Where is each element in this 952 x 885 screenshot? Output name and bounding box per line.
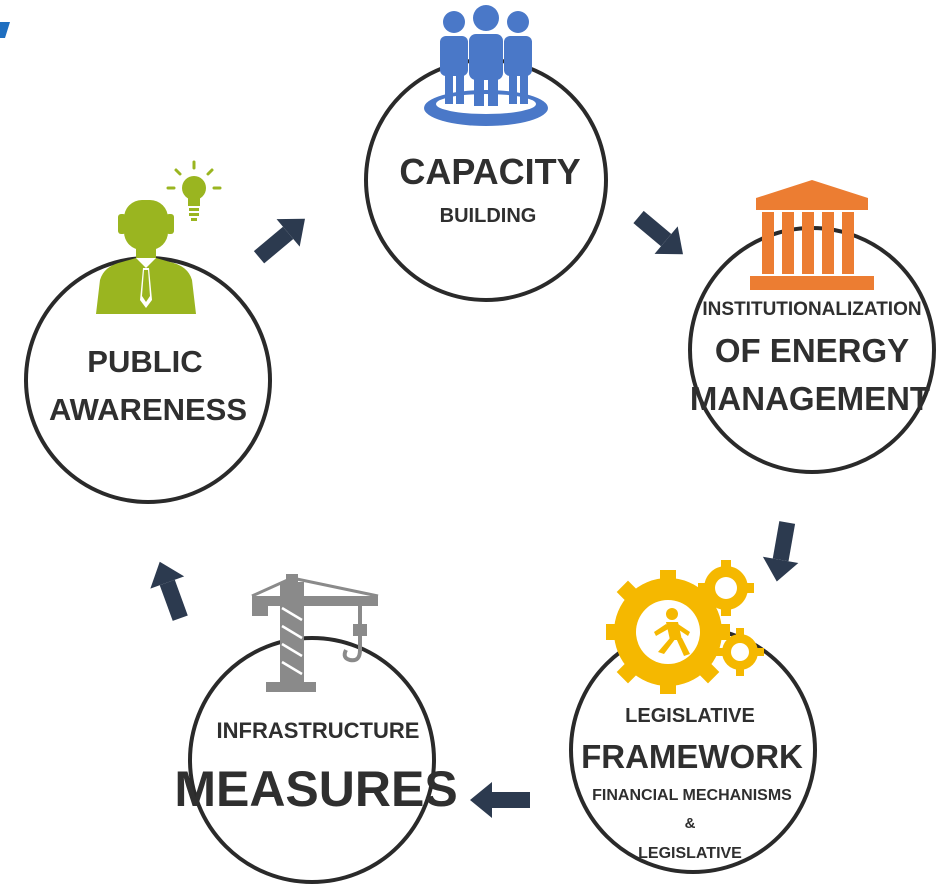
arrow-legislative-to-infrastructure (470, 782, 530, 818)
legislative-line-2: FRAMEWORK (581, 738, 803, 775)
legislative-line-1: LEGISLATIVE (625, 705, 755, 727)
public-awareness-line-2: AWARENESS (49, 392, 247, 427)
capacity-title: CAPACITY (399, 151, 580, 192)
node-public-awareness: PUBLIC AWARENESS (24, 160, 272, 504)
construction-crane-icon (251, 574, 379, 692)
institution-line-2: OF ENERGY (715, 332, 909, 369)
node-infrastructure-measures: INFRASTRUCTURE MEASURES (174, 574, 458, 884)
legislative-line-5: LEGISLATIVE (638, 845, 742, 862)
infrastructure-line-2: MEASURES (174, 761, 457, 817)
people-group-icon (424, 5, 548, 126)
institution-building-icon (750, 180, 874, 290)
node-capacity-building: CAPACITY BUILDING (364, 5, 608, 302)
capacity-subtitle: BUILDING (440, 205, 537, 227)
cycle-arrows (150, 210, 799, 818)
arrow-institution-to-legislative (762, 521, 799, 582)
node-legislative-framework: LEGISLATIVE FRAMEWORK FINANCIAL MECHANIS… (569, 560, 817, 874)
gears-worker-icon (606, 560, 764, 694)
institution-line-3: MANAGEMENT (690, 380, 930, 417)
public-awareness-line-1: PUBLIC (87, 344, 202, 379)
infrastructure-line-1: INFRASTRUCTURE (217, 718, 420, 743)
person-lightbulb-icon (96, 160, 222, 314)
legislative-line-3: FINANCIAL MECHANISMS (592, 787, 792, 804)
arrow-capacity-to-institution (633, 210, 683, 255)
arrow-infrastructure-to-public (150, 561, 188, 621)
institution-line-1: INSTITUTIONALIZATION (702, 299, 921, 320)
arrow-public-to-capacity (253, 218, 305, 264)
node-institutionalization: INSTITUTIONALIZATION OF ENERGY MANAGEMEN… (688, 180, 936, 474)
corner-accent (0, 22, 10, 38)
legislative-line-4: & (685, 815, 696, 832)
